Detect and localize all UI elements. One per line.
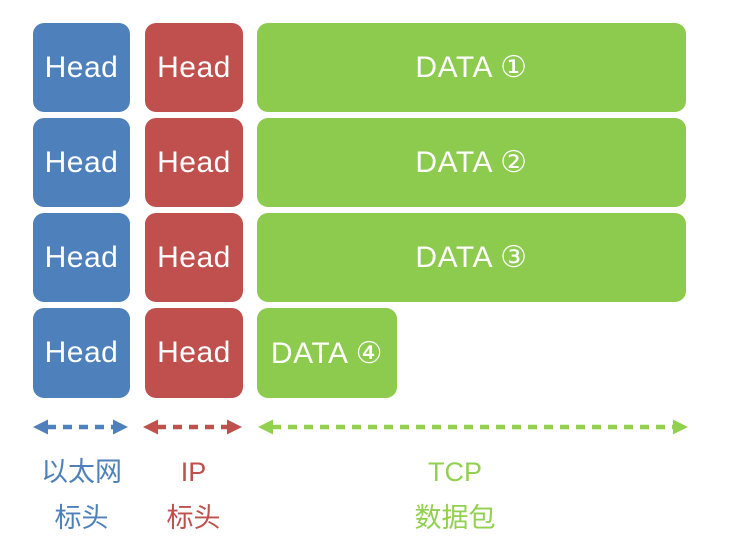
tcp-data-block: DATA ④ [257, 308, 397, 398]
ip-label-line1: IP [180, 457, 207, 487]
ip-header-block: Head [145, 118, 243, 207]
ethernet-header-block: Head [33, 308, 130, 398]
ethernet-label-line2: 标头 [54, 503, 109, 533]
ethernet-header-block: Head [33, 213, 130, 302]
tcp-data-block: DATA ③ [257, 213, 686, 302]
ethernet-label: 以太网 标头 [33, 449, 130, 541]
ip-label-line2: 标头 [166, 503, 221, 533]
ethernet-header-block: Head [33, 118, 130, 207]
tcp-span-arrow-icon [258, 419, 688, 435]
ethernet-label-line1: 以太网 [41, 457, 122, 487]
ip-label: IP 标头 [145, 449, 242, 541]
ip-span-arrow-icon [143, 419, 242, 435]
ethernet-header-block: Head [33, 23, 130, 112]
ethernet-span-arrow-icon [33, 419, 128, 435]
tcp-data-block: DATA ② [257, 118, 686, 207]
ip-header-block: Head [145, 308, 243, 398]
tcp-label: TCP 数据包 [257, 449, 653, 541]
tcp-label-line2: 数据包 [414, 503, 496, 533]
ip-header-block: Head [145, 213, 243, 302]
ip-header-block: Head [145, 23, 243, 112]
tcp-label-line1: TCP [428, 457, 482, 487]
tcp-data-block: DATA ① [257, 23, 686, 112]
